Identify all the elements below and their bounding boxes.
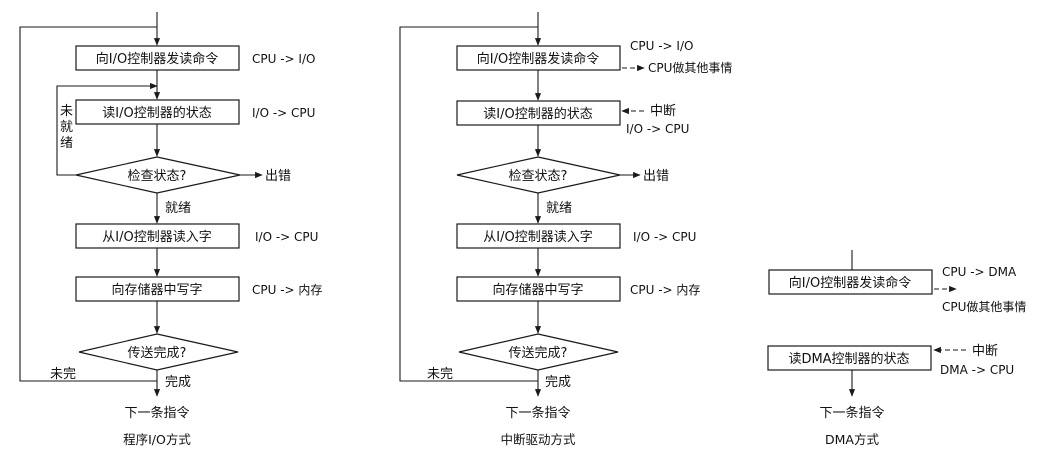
error-label-2: 出错 [643, 169, 669, 184]
cpu-to-memory-label-2: CPU -> 内存 [630, 283, 700, 297]
read-word-label: 从I/O控制器读入字 [102, 230, 211, 245]
interrupt-driven-flowchart: 向I/O控制器发读命令 CPU -> I/O CPU做其他事情 读I/O控制器的… [399, 12, 732, 447]
not-done-label-2: 未完 [427, 367, 453, 382]
check-status-label: 检查状态? [128, 169, 187, 184]
cpu-to-dma-label: CPU -> DMA [942, 265, 1017, 279]
read-word-box [75, 223, 240, 249]
not-ready-label: 未就绪 [60, 104, 73, 151]
read-status-box-2 [456, 100, 621, 126]
cpu-to-io-label: CPU -> I/O [252, 52, 315, 66]
cpu-to-memory-label: CPU -> 内存 [252, 283, 322, 297]
not-ready-loop [56, 82, 158, 176]
io-to-cpu-label: I/O -> CPU [252, 106, 315, 120]
interrupt-label-3: 中断 [972, 344, 998, 359]
ready-label: 就绪 [165, 201, 191, 216]
ready-label-2: 就绪 [546, 201, 572, 216]
read-status-box [75, 99, 240, 125]
not-done-loop [19, 26, 158, 382]
send-read-command-label-2: 向I/O控制器发读命令 [477, 51, 599, 67]
caption-interrupt-driven: 中断驱动方式 [500, 432, 576, 447]
next-instruction-label-2: 下一条指令 [505, 405, 570, 421]
read-dma-status-label: 读DMA控制器的状态 [788, 351, 909, 367]
caption-dma: DMA方式 [825, 432, 879, 447]
not-done-label: 未完 [50, 367, 76, 382]
done-label-2: 完成 [545, 375, 571, 390]
error-label: 出错 [265, 169, 291, 184]
cpu-other-work-label: CPU做其他事情 [648, 60, 732, 75]
dma-to-cpu-label: DMA -> CPU [940, 363, 1014, 377]
read-status-label-2: 读I/O控制器的状态 [483, 106, 592, 122]
write-word-label-2: 向存储器中写字 [492, 282, 583, 298]
next-instruction-label-3: 下一条指令 [819, 405, 884, 421]
transfer-done-label: 传送完成? [128, 346, 187, 361]
send-read-command-box-2 [456, 45, 621, 71]
check-status-label-2: 检查状态? [509, 169, 568, 184]
not-done-loop-2 [399, 26, 539, 382]
cpu-other-work-label-3: CPU做其他事情 [942, 299, 1026, 314]
cpu-to-io-label-2: CPU -> I/O [630, 39, 693, 53]
send-read-command-label-3: 向I/O控制器发读命令 [789, 275, 911, 291]
caption-programmed-io: 程序I/O方式 [123, 432, 191, 447]
write-word-label: 向存储器中写字 [111, 282, 202, 298]
read-word-label-2: 从I/O控制器读入字 [483, 230, 592, 245]
io-to-cpu-label-2: I/O -> CPU [255, 230, 318, 244]
send-read-command-label: 向I/O控制器发读命令 [96, 51, 218, 67]
read-dma-status-box [767, 345, 932, 371]
io-to-cpu-label-3: I/O -> CPU [626, 122, 689, 136]
read-status-label: 读I/O控制器的状态 [102, 105, 211, 121]
dma-flowchart: 向I/O控制器发读命令 CPU -> DMA CPU做其他事情 读DMA控制器的… [767, 250, 1026, 447]
next-instruction-label: 下一条指令 [124, 405, 189, 421]
done-label: 完成 [165, 375, 191, 390]
io-to-cpu-label-4: I/O -> CPU [633, 230, 696, 244]
send-read-command-box-3 [768, 269, 933, 295]
transfer-done-label-2: 传送完成? [509, 346, 568, 361]
programmed-io-flowchart: 向I/O控制器发读命令 CPU -> I/O 读I/O控制器的状态 I/O ->… [19, 12, 322, 447]
interrupt-label: 中断 [650, 104, 676, 119]
